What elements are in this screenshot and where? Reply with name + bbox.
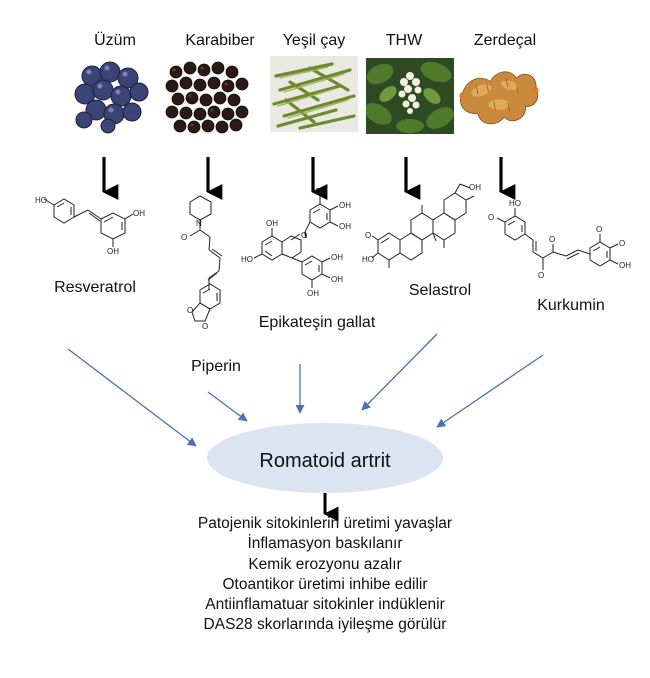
compound-label-resveratrol: Resveratrol	[54, 279, 136, 296]
curcumin-o-label: O	[549, 235, 555, 244]
egcg-oh-label: OH	[315, 187, 327, 196]
piperine-n-label: N	[196, 219, 202, 228]
turmeric-photo	[459, 71, 539, 125]
egcg-oh-label: OH	[307, 289, 319, 298]
grapes-photo	[74, 61, 149, 134]
curcumin-o-label: O	[538, 271, 544, 280]
celastrol-oh-label: OH	[469, 183, 481, 192]
outcome-item: Otoantikor üretimi inhibe edilir	[222, 575, 428, 593]
outcome-item: Kemik erozyonu azalır	[248, 555, 402, 573]
curcumin-ho-label: HO	[509, 199, 521, 208]
arrow-curcumin-to-ra	[436, 354, 544, 428]
resveratrol-oh-label: OH	[133, 209, 145, 218]
resveratrol-structure	[43, 198, 134, 247]
source-label-thw: THW	[385, 32, 423, 49]
egcg-oh-label: OH	[266, 219, 278, 228]
piperine-o-label: O	[181, 233, 187, 242]
piperine-o-label: O	[202, 322, 208, 331]
thunder-god-vine-photo	[366, 58, 454, 134]
compound-label-celastrol: Selastrol	[408, 282, 472, 299]
egcg-ho-label: HO	[241, 255, 253, 264]
celastrol-o-label: O	[365, 231, 371, 240]
curcumin-o-label: O	[488, 213, 494, 222]
curcumin-oh-label: OH	[619, 261, 631, 270]
outcome-item: İnflamasyon baskılanır	[247, 535, 403, 553]
resveratrol-oh-label: HO	[35, 196, 47, 205]
compound-label-epicatechin-gallate: Epikateşin gallat	[258, 314, 376, 331]
source-label-green-tea: Yeşil çay	[282, 32, 346, 49]
curcumin-structure	[496, 208, 619, 270]
curcumin-o-label: O	[596, 225, 602, 234]
resveratrol-oh-label: OH	[107, 247, 119, 256]
piperine-structure	[189, 195, 223, 322]
rheumatoid-arthritis-label: Romatoid artrit	[259, 450, 391, 472]
compound-label-curcumin: Kurkumin	[537, 297, 605, 314]
piperine-o-label: O	[187, 306, 193, 315]
source-label-grape: Üzüm	[94, 32, 136, 49]
arrow-piperine-to-ra	[207, 391, 248, 422]
green-tea-photo	[270, 56, 358, 132]
epicatechin-gallate-structure	[253, 196, 339, 288]
egcg-oh-label: OH	[331, 275, 343, 284]
curcumin-o-label: O	[619, 239, 625, 248]
outcome-item: Antiinflamatuar sitokinler indüklenir	[205, 596, 445, 614]
arrow-celastrol-to-ra	[361, 333, 438, 411]
egcg-o-label: O	[301, 231, 307, 240]
outcomes-list: Patojenik sitokinlerin üretimi yavaşlar …	[0, 514, 650, 636]
egcg-oh-label: OH	[339, 222, 351, 231]
egcg-oh-label: OH	[339, 201, 351, 210]
egcg-oh-label: OH	[331, 253, 343, 262]
black-pepper-photo	[165, 61, 249, 134]
celastrol-structure	[371, 183, 475, 268]
outcome-item: DAS28 skorlarında iyileşme görülür	[203, 616, 447, 634]
celastrol-ho-label: HO	[362, 255, 374, 264]
outcome-item: Patojenik sitokinlerin üretimi yavaşlar	[197, 515, 453, 532]
compound-label-piperine: Piperin	[191, 358, 241, 375]
rheumatoid-arthritis-ellipse	[207, 423, 443, 493]
arrow-resveratrol-to-ra	[67, 348, 197, 447]
source-label-turmeric: Zerdeçal	[473, 32, 537, 49]
source-label-black-pepper: Karabiber	[185, 32, 255, 49]
